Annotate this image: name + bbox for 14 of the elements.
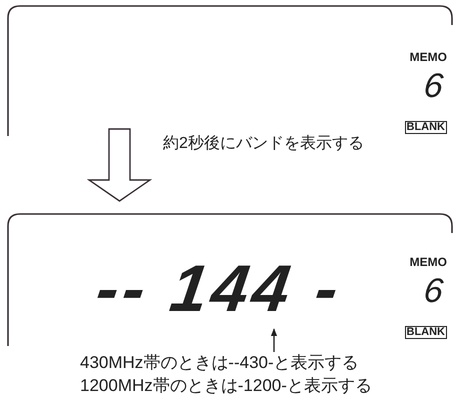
blank-indicator: BLANK xyxy=(404,121,447,134)
block-arrow xyxy=(86,128,152,202)
display-panel xyxy=(7,213,453,346)
channel-number: 6 xyxy=(422,274,445,308)
display-panel xyxy=(7,5,453,136)
segment-digits: -- 144 - xyxy=(92,255,346,321)
edge-label: 約2秒後にバンドを表示する xyxy=(163,136,364,152)
blank-indicator: BLANK xyxy=(404,326,447,339)
memo-indicator: MEMO xyxy=(410,256,447,268)
note-text: 1200MHz帯のときは-1200-と表示する xyxy=(80,377,372,394)
leader-line xyxy=(270,328,278,352)
channel-number: 6 xyxy=(422,69,445,103)
memo-indicator: MEMO xyxy=(410,51,447,63)
note-text: 430MHz帯のときは--430-と表示する xyxy=(80,354,359,371)
